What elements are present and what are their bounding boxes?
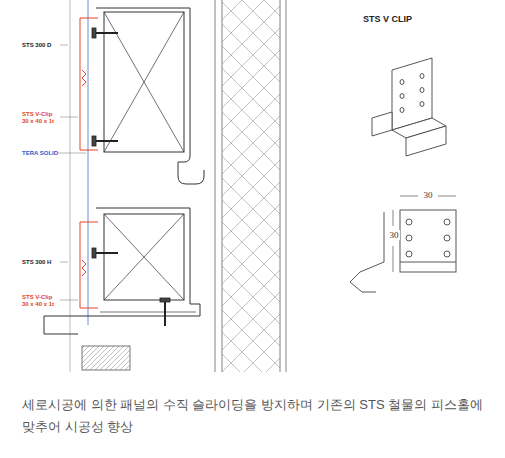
dimension: 30 — [389, 230, 400, 240]
caption: 세로시공에 의한 패널의 수직 슬라이딩을 방지하며 기존의 STS 철물의 피… — [22, 394, 492, 438]
wall-lines — [215, 0, 286, 372]
dimension-lines — [393, 196, 456, 272]
part-label: TERA SOLID — [22, 150, 58, 157]
leader-lines — [58, 45, 86, 300]
part-label: STS V-Clip 30 x 40 x 1t — [22, 294, 58, 308]
wall-hatch — [222, 0, 280, 372]
v-clip-profile — [350, 212, 384, 292]
v-clip-lines — [80, 18, 98, 308]
screws — [92, 28, 170, 326]
part-label: STS V-Clip 30 x 40 x 1t — [22, 111, 58, 125]
base-block — [82, 346, 130, 370]
upper-tube — [96, 8, 204, 184]
v-clip-iso — [372, 58, 446, 156]
title: STS V CLIP — [363, 14, 412, 24]
tera-solid-line — [88, 0, 89, 325]
lower-tube — [44, 208, 200, 334]
v-clip-front — [400, 210, 456, 272]
dimension: 30 — [423, 190, 434, 200]
part-label: STS 300 D — [22, 42, 51, 49]
part-label: STS 300 H — [22, 259, 51, 266]
